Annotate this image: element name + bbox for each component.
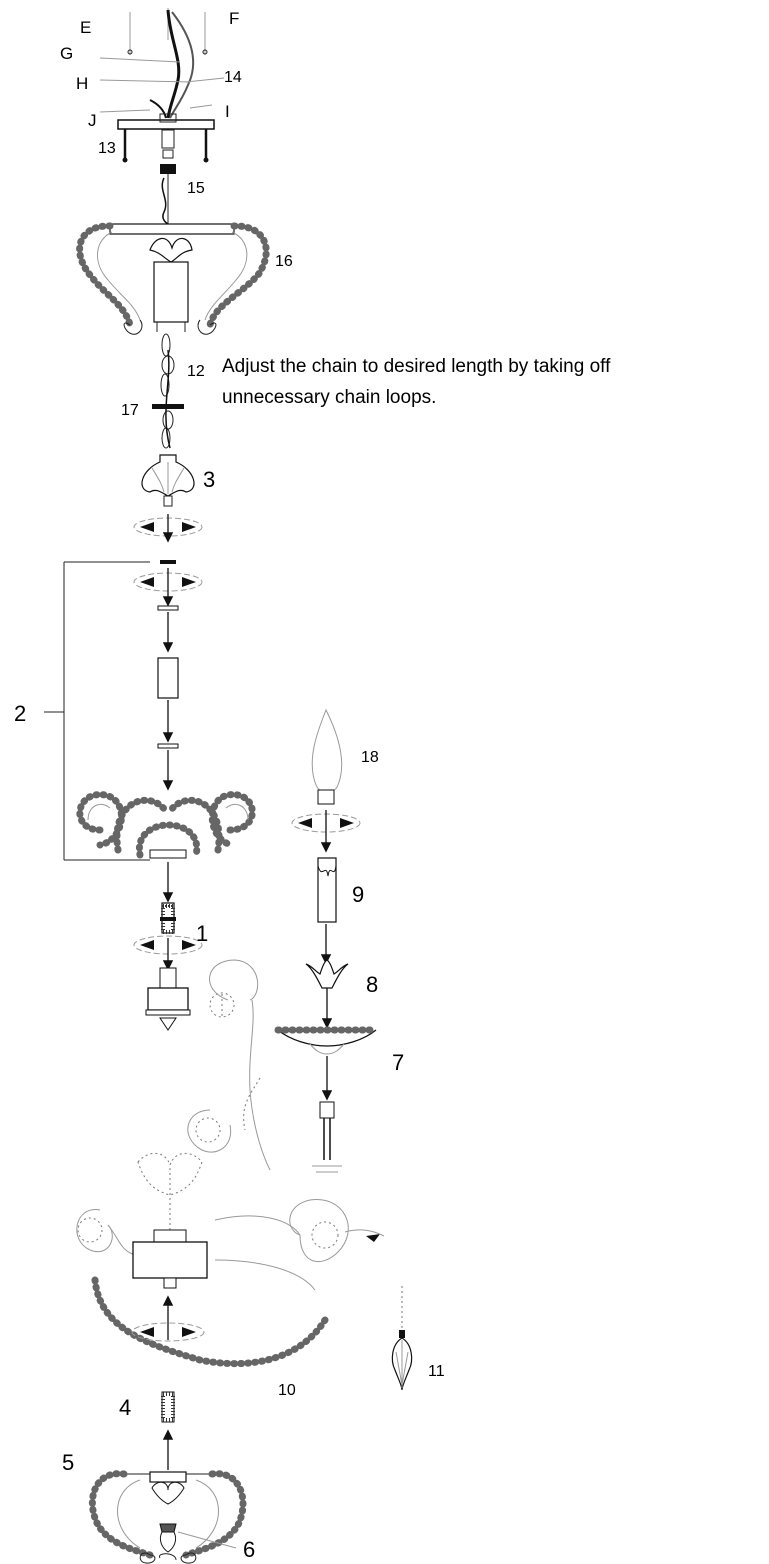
letter-label-group: E F G H I J	[60, 9, 239, 130]
part-number-10: 10	[278, 1382, 296, 1399]
bottom-bowl-assembly	[88, 1391, 247, 1564]
threaded-pipe-and-hub	[133, 862, 235, 1031]
part-number-11: 11	[428, 1363, 445, 1380]
candle-socket-assembly	[274, 708, 380, 1173]
part-number-7: 7	[392, 1050, 404, 1075]
canopy-assembly	[76, 174, 270, 335]
part-number-4: 4	[119, 1395, 131, 1420]
rotation-indicator	[133, 514, 203, 543]
label-e: E	[80, 18, 91, 37]
column-group-parts	[76, 560, 256, 859]
ceiling-wiring-assembly	[99, 8, 225, 174]
part-number-13: 13	[98, 140, 116, 157]
part-number-16: 16	[275, 253, 293, 270]
part-number-2: 2	[14, 701, 26, 726]
label-j: J	[88, 111, 97, 130]
part-number-17: 17	[121, 402, 139, 419]
part-number-8: 8	[366, 972, 378, 997]
main-arm-frame	[76, 959, 349, 1368]
label-h: H	[76, 74, 88, 93]
part-number-3: 3	[203, 467, 215, 492]
part-number-14: 14	[224, 69, 242, 86]
part-number-9: 9	[352, 882, 364, 907]
part-number-12: 12	[187, 363, 205, 380]
part-callout-group: 13 14 15 16 12 17 3 2 18 9 1 8 7 11 10 4…	[14, 69, 445, 1562]
top-cup-assembly	[141, 454, 195, 507]
instruction-line-1: Adjust the chain to desired length by ta…	[222, 356, 611, 377]
label-i: I	[225, 102, 230, 121]
chain-assembly	[152, 333, 184, 449]
part-number-5: 5	[62, 1450, 74, 1475]
column-group-bracket	[44, 561, 150, 861]
part-number-18: 18	[361, 749, 379, 766]
part-number-1: 1	[196, 921, 208, 946]
chain-adjustment-instruction: Adjust the chain to desired length by ta…	[222, 351, 762, 413]
part-number-6: 6	[243, 1537, 255, 1562]
label-f: F	[229, 9, 239, 28]
instruction-line-2: unnecessary chain loops.	[222, 387, 437, 408]
part-number-15: 15	[187, 180, 205, 197]
label-g: G	[60, 44, 73, 63]
pendant-drop-assembly	[344, 1229, 413, 1391]
